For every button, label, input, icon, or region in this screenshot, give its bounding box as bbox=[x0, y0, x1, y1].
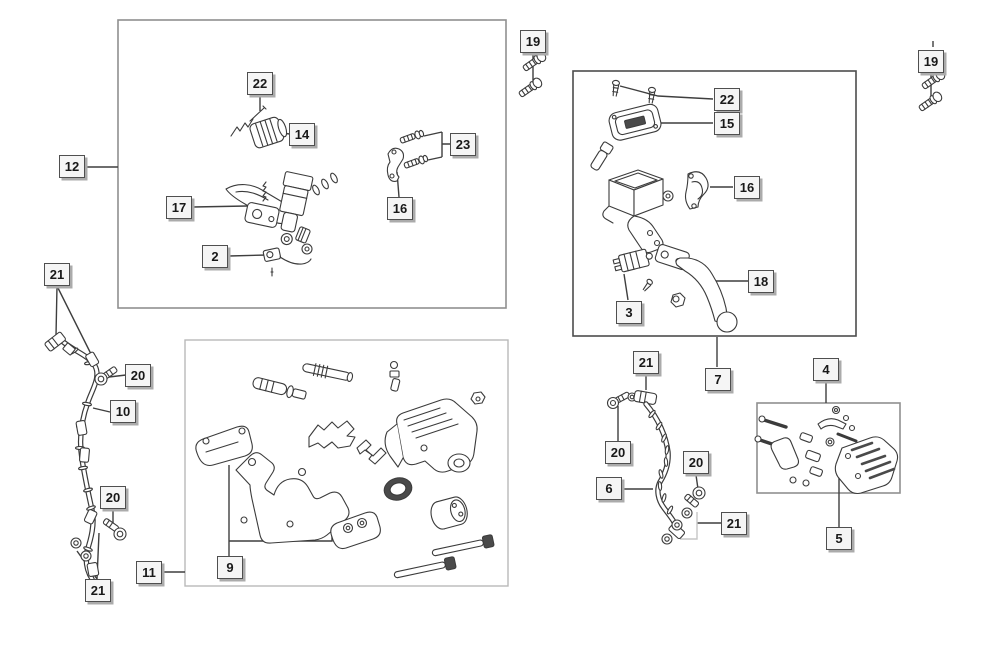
rear-plunger-drawing bbox=[590, 141, 614, 171]
front-master-cylinder-body-drawing bbox=[262, 171, 338, 255]
callout-20-rear-hose-bolt-left: 20 bbox=[605, 441, 631, 464]
callout-20-rear-hose-bolt-right: 20 bbox=[683, 451, 709, 474]
callout-5-rear-caliper: 5 bbox=[826, 527, 852, 550]
callout-10-front-brake-hose: 10 bbox=[110, 400, 136, 423]
rear-stop-switch-drawing bbox=[612, 248, 653, 273]
rear-caliper-kit-parts-drawing bbox=[754, 405, 864, 487]
rear-hose-banjo-bolt-right-drawing bbox=[684, 486, 706, 508]
rear-brake-lever-drawing bbox=[654, 244, 738, 333]
front-caliper-parts-drawing bbox=[252, 360, 486, 465]
front-hose-banjo-bolt-bottom-drawing bbox=[102, 518, 127, 541]
front-adjuster-screw-and-spring-drawing bbox=[230, 105, 267, 137]
front-caliper-box-outline bbox=[184, 339, 509, 587]
front-assembly-box-outline bbox=[117, 19, 507, 309]
callout-19-mount-bolts-right: 19 bbox=[918, 50, 944, 73]
rear-hose-banjo-bolt-left-drawing bbox=[606, 391, 631, 410]
front-piston-drawing bbox=[430, 496, 468, 530]
callout-6-rear-brake-hose: 6 bbox=[596, 477, 622, 500]
callout-22-front-adjuster-screw: 22 bbox=[247, 72, 273, 95]
callout-22-rear-cap-screws: 22 bbox=[714, 88, 740, 111]
rear-lever-nut-drawing bbox=[670, 292, 686, 308]
front-hose-washers-drawing bbox=[70, 537, 92, 562]
front-stop-switch-drawing bbox=[262, 247, 312, 277]
callout-2-front-stop-switch: 2 bbox=[202, 245, 228, 268]
front-clamp-bracket-drawing bbox=[386, 147, 405, 182]
callout-18-rear-brake-lever: 18 bbox=[748, 270, 774, 293]
rear-brake-hose-drawing bbox=[627, 390, 686, 540]
rear-assembly-box-outline bbox=[572, 70, 857, 337]
front-hose-banjo-bolt-top-drawing bbox=[94, 366, 118, 386]
callout-21-front-hose-washers-bottom: 21 bbox=[85, 579, 111, 602]
front-brake-pad-b-drawing bbox=[330, 511, 381, 550]
rear-hose-washers-drawing bbox=[661, 507, 693, 545]
callout-21-rear-hose-washers-bottom: 21 bbox=[721, 512, 747, 535]
callout-19-mount-bolts-left: 19 bbox=[520, 30, 546, 53]
rear-switch-bolt-drawing bbox=[642, 278, 653, 292]
callout-16-front-clamp-bracket: 16 bbox=[387, 197, 413, 220]
callout-20-front-hose-bolt-top: 20 bbox=[125, 364, 151, 387]
mount-bolts-right-drawing bbox=[918, 69, 946, 112]
callout-12-front-assembly: 12 bbox=[59, 155, 85, 178]
front-caliper-body-drawing bbox=[384, 398, 478, 473]
front-bracket-bolts-drawing bbox=[399, 129, 429, 169]
callout-21-rear-hose-washer-top: 21 bbox=[633, 351, 659, 374]
front-caliper-bracket-drawing bbox=[235, 452, 350, 544]
callout-14-front-lever-clamp: 14 bbox=[289, 123, 315, 146]
rear-caliper-kit-box-outline bbox=[756, 402, 901, 494]
rear-reservoir-cap-drawing bbox=[608, 103, 662, 141]
front-caliper-slider-bolts-drawing bbox=[393, 534, 495, 579]
rear-cap-screws-drawing bbox=[611, 79, 657, 104]
callout-16-rear-clamp: 16 bbox=[734, 176, 760, 199]
callout-11-front-caliper-box: 11 bbox=[136, 561, 162, 584]
callout-3-rear-stop-switch: 3 bbox=[616, 301, 642, 324]
callout-7-rear-master-cylinder: 7 bbox=[705, 368, 731, 391]
callout-23-front-bracket-bolts: 23 bbox=[450, 133, 476, 156]
front-lever-clamp-drawing bbox=[249, 116, 288, 149]
callout-21-front-hose-washers-top: 21 bbox=[44, 263, 70, 286]
rear-clamp-drawing bbox=[684, 171, 709, 210]
rear-caliper-drawing bbox=[834, 436, 899, 495]
rear-master-cylinder-body-drawing bbox=[602, 169, 674, 254]
callout-4-rear-caliper-kit: 4 bbox=[813, 358, 839, 381]
front-piston-seal-drawing bbox=[383, 477, 413, 501]
leader-lines bbox=[55, 41, 934, 580]
mount-bolts-left-drawing bbox=[518, 51, 547, 98]
callout-15-rear-reservoir-cap: 15 bbox=[714, 112, 740, 135]
callout-9-front-brake-pads: 9 bbox=[217, 556, 243, 579]
callout-20-front-hose-bolt-bottom: 20 bbox=[100, 486, 126, 509]
callout-17-front-brake-lever: 17 bbox=[166, 196, 192, 219]
front-brake-pad-a-drawing bbox=[195, 425, 253, 467]
